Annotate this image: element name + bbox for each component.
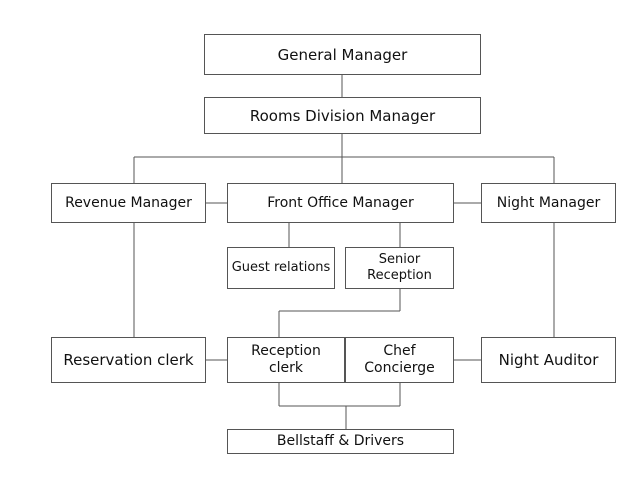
reservation-clerk-box: Reservation clerk <box>51 337 206 383</box>
bellstaff-drivers-box: Bellstaff & Drivers <box>227 429 454 454</box>
general-manager-label: General Manager <box>277 45 408 64</box>
night-manager-label: Night Manager <box>496 194 601 211</box>
guest-relations-box: Guest relations <box>227 247 335 289</box>
rooms-division-manager-box: Rooms Division Manager <box>204 97 481 134</box>
night-manager-box: Night Manager <box>481 183 616 223</box>
senior-reception-line-2: Reception <box>367 268 432 283</box>
revenue-manager-box: Revenue Manager <box>51 183 206 223</box>
chef-concierge-line-1: Chef <box>383 342 416 359</box>
front-office-manager-box: Front Office Manager <box>227 183 454 223</box>
reception-clerk-box: Reception clerk <box>227 337 345 383</box>
general-manager-box: General Manager <box>204 34 481 75</box>
night-auditor-box: Night Auditor <box>481 337 616 383</box>
chef-concierge-line-2: Concierge <box>364 360 435 376</box>
senior-reception-line-1: Senior <box>378 252 421 268</box>
reception-clerk-line-2: clerk <box>268 360 304 376</box>
bellstaff-drivers-label: Bellstaff & Drivers <box>276 433 405 450</box>
rooms-division-manager-label: Rooms Division Manager <box>249 106 436 125</box>
night-auditor-label: Night Auditor <box>498 351 599 369</box>
revenue-manager-label: Revenue Manager <box>65 194 192 211</box>
guest-relations-label: Guest relations <box>231 260 331 276</box>
reception-clerk-line-1: Reception <box>251 342 321 359</box>
senior-reception-box: Senior Reception <box>345 247 454 289</box>
front-office-manager-label: Front Office Manager <box>267 194 414 211</box>
chef-concierge-box: Chef Concierge <box>345 337 454 383</box>
reservation-clerk-label: Reservation clerk <box>63 351 194 369</box>
